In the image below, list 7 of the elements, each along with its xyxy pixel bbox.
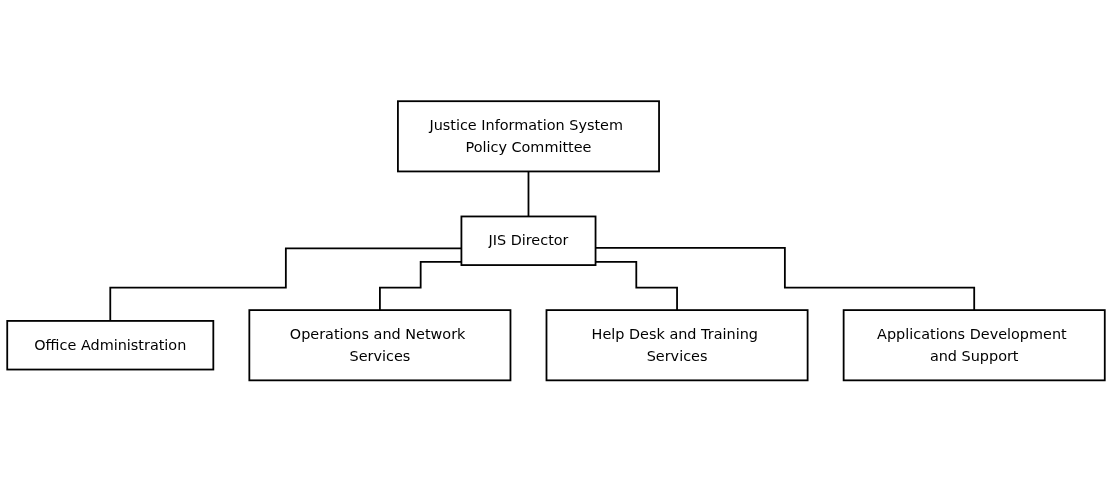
node-box: JIS Director — [460, 215, 597, 266]
node-box: Office Administration — [6, 319, 215, 371]
node-box: Operations and Network Services — [248, 308, 512, 381]
node-box: Help Desk and Training Services — [545, 308, 809, 381]
node-box: Justice Information System Policy Committee — [397, 100, 660, 173]
node-box: Applications Development and Support — [842, 308, 1106, 381]
connector — [527, 170, 530, 218]
